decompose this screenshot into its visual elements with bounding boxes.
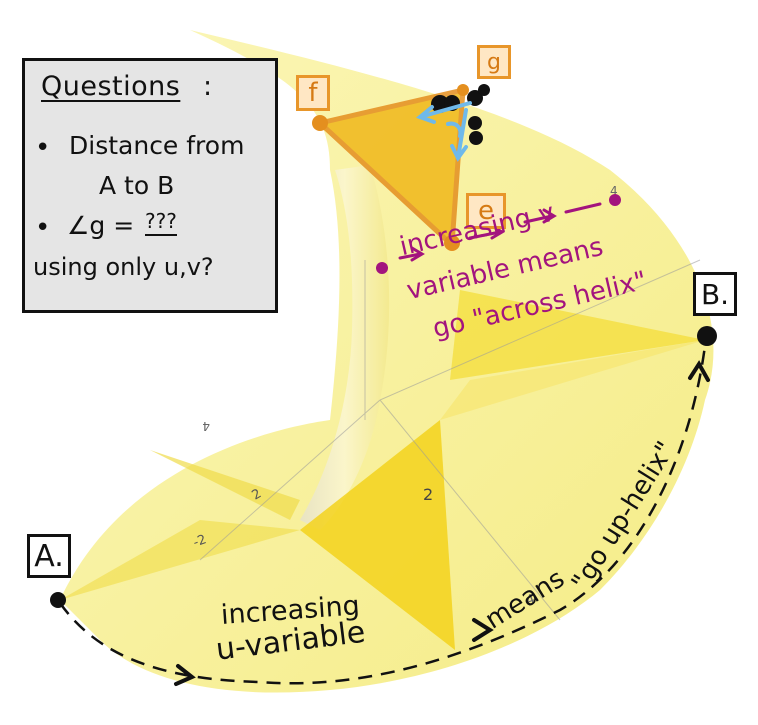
angle-g-scribble bbox=[431, 84, 490, 145]
helix-fin-right bbox=[440, 340, 705, 420]
u-direction-path bbox=[58, 337, 708, 685]
point-B-label: B. bbox=[693, 272, 737, 316]
bullet-2: • bbox=[35, 213, 51, 243]
vertex-f-label: f bbox=[296, 75, 330, 111]
questions-box: Questions : • Distance from A to B • ∠g … bbox=[22, 58, 278, 313]
question-1-line-1: Distance from bbox=[69, 131, 245, 160]
helix-fin-center bbox=[300, 420, 455, 650]
axis-lines bbox=[199, 259, 701, 621]
question-2-line-2: using only u,v? bbox=[33, 253, 214, 281]
helix-fin-left bbox=[60, 520, 300, 600]
point-B-dot bbox=[697, 326, 717, 346]
helix-fin-top bbox=[150, 450, 300, 520]
question-2-angle: ∠g = bbox=[67, 211, 135, 240]
questions-title: Questions bbox=[41, 71, 181, 102]
vertex-f-dot bbox=[312, 115, 328, 131]
point-A-label: A. bbox=[27, 534, 71, 578]
bullet-1: • bbox=[35, 133, 51, 163]
tick-label-top: 4 bbox=[610, 184, 618, 198]
vertex-e-dot bbox=[444, 235, 460, 251]
triangle-efg bbox=[317, 87, 466, 248]
tick-label-far: -2 bbox=[191, 532, 208, 551]
helix-fin-upper-right bbox=[450, 290, 705, 380]
point-A-dot bbox=[50, 592, 66, 608]
question-2-unknown: ??? bbox=[145, 209, 177, 236]
vertex-g-dot bbox=[457, 84, 469, 96]
vertex-e-label: e bbox=[466, 193, 506, 229]
helicoid-core bbox=[300, 165, 390, 530]
tangent-arrows bbox=[416, 101, 472, 162]
vertex-g-label: g bbox=[477, 45, 511, 79]
u-path-arrowheads bbox=[174, 360, 710, 686]
tick-label-center: 2 bbox=[423, 485, 433, 504]
question-1-line-2: A to B bbox=[99, 171, 175, 200]
tick-label-low-left: 4 bbox=[202, 419, 210, 433]
questions-title-colon: : bbox=[203, 71, 213, 102]
